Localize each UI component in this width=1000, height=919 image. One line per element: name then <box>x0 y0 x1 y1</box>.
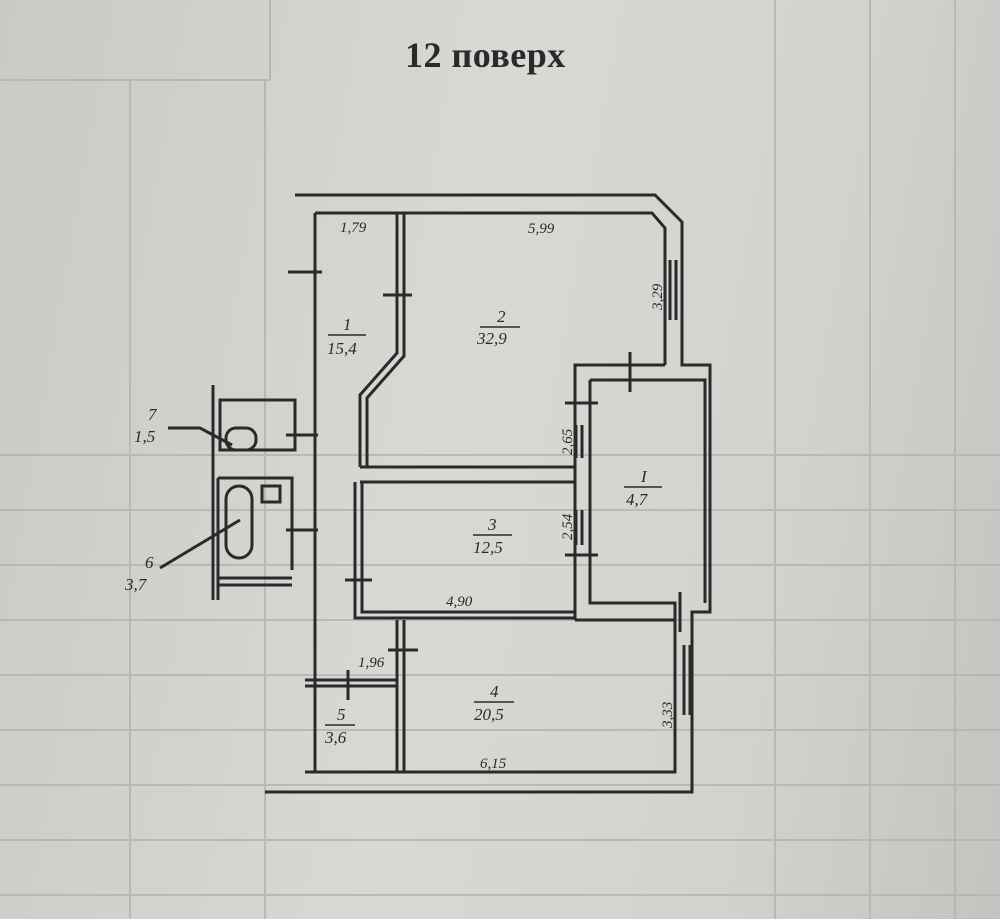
svg-text:3: 3 <box>487 515 497 534</box>
svg-text:12,5: 12,5 <box>473 538 503 557</box>
room-i-label: I 4,7 <box>624 467 662 509</box>
dim-6-15: 6,15 <box>480 756 507 772</box>
svg-text:4: 4 <box>490 682 499 701</box>
svg-text:20,5: 20,5 <box>474 705 504 724</box>
svg-text:1: 1 <box>343 315 352 334</box>
svg-text:I: I <box>640 467 648 486</box>
svg-text:1,5: 1,5 <box>134 427 155 446</box>
svg-text:7: 7 <box>148 405 158 424</box>
dim-3-33: 3,33 <box>660 702 676 729</box>
room-4-label: 4 20,5 <box>474 682 514 724</box>
dim-5-99: 5,99 <box>528 221 555 237</box>
svg-text:3,6: 3,6 <box>324 728 347 747</box>
room-6-label: 6 3,7 <box>124 553 154 594</box>
room-7-label: 7 1,5 <box>134 405 158 446</box>
svg-text:2: 2 <box>497 307 506 326</box>
floor-title: 12 поверх <box>405 35 566 75</box>
svg-text:4,7: 4,7 <box>626 490 649 509</box>
svg-text:6: 6 <box>145 553 154 572</box>
svg-text:32,9: 32,9 <box>476 329 507 348</box>
dim-2-54: 2,54 <box>560 513 576 540</box>
svg-text:3,7: 3,7 <box>124 575 148 594</box>
svg-text:15,4: 15,4 <box>327 339 357 358</box>
room-2-label: 2 32,9 <box>476 307 520 348</box>
room-5-label: 5 3,6 <box>324 705 355 747</box>
dim-4-90: 4,90 <box>446 594 473 610</box>
dim-1-79: 1,79 <box>340 220 367 236</box>
dim-3-29: 3,29 <box>650 283 666 311</box>
room-1-label: 1 15,4 <box>327 315 366 358</box>
dim-1-96: 1,96 <box>358 655 385 671</box>
dim-2-65: 2,65 <box>560 428 576 455</box>
room-3-label: 3 12,5 <box>473 515 512 557</box>
svg-text:5: 5 <box>337 705 346 724</box>
